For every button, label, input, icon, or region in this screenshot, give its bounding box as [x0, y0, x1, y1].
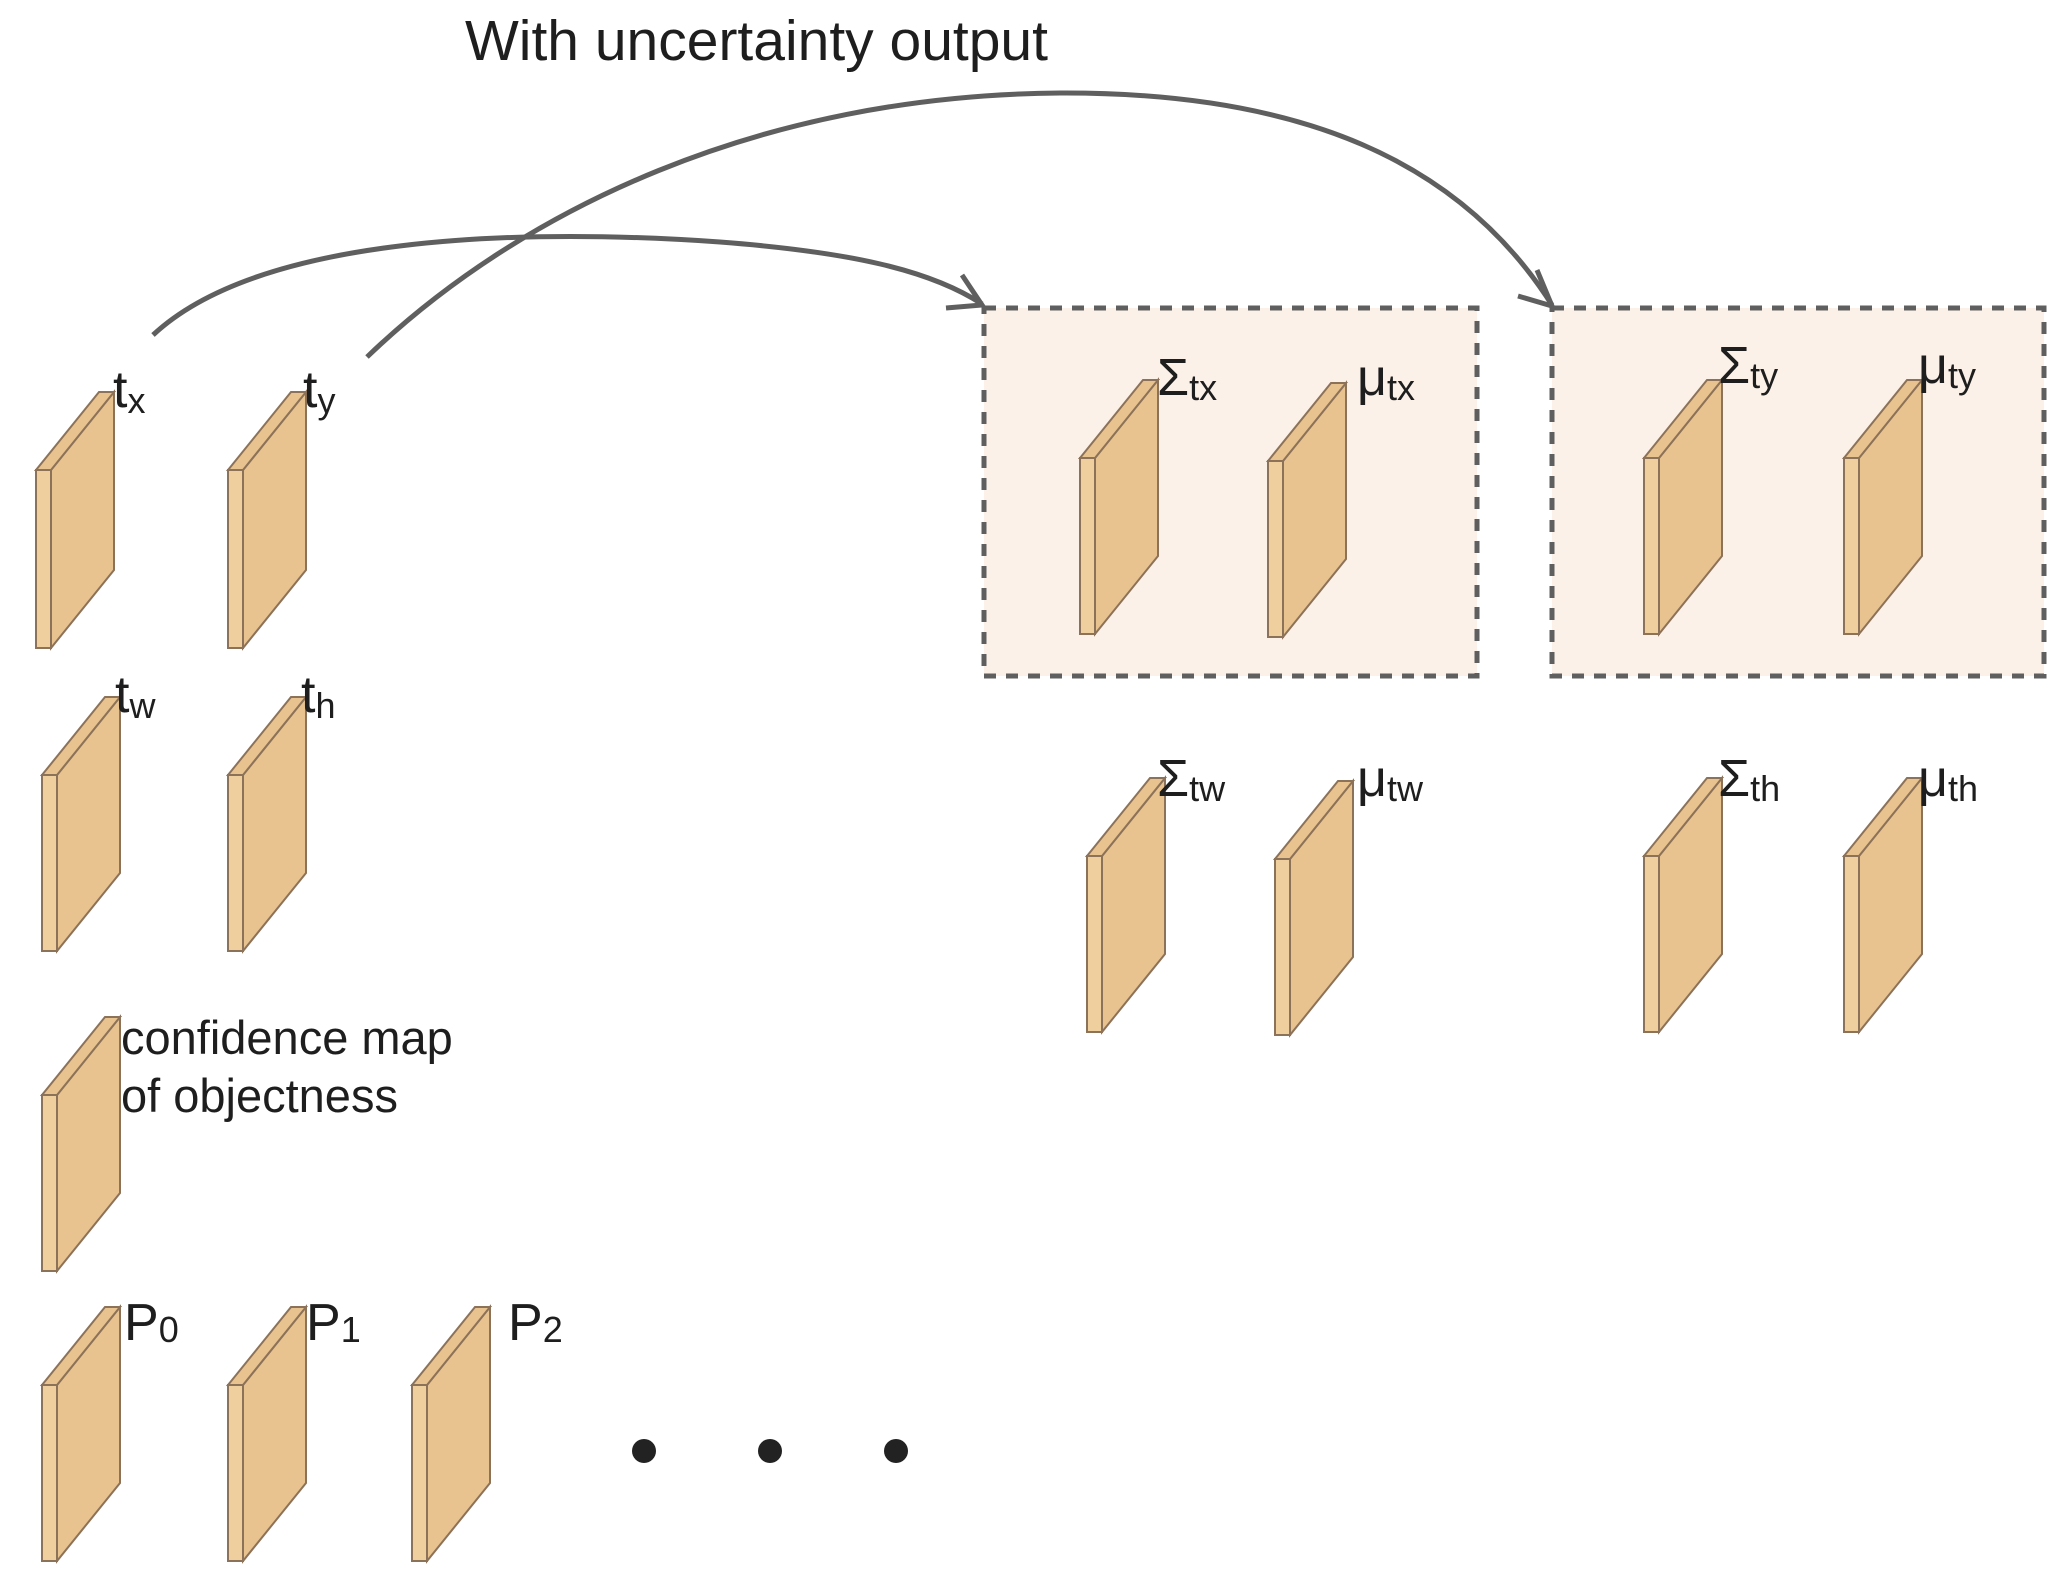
tw-feature-map — [39, 694, 123, 954]
mu-ty-label: μty — [1918, 337, 1976, 396]
mu-tw-label: μtw — [1357, 750, 1424, 809]
p1-label: P1 — [306, 1294, 361, 1352]
tx-uncertainty-group-box — [981, 305, 1480, 679]
tx-arrowhead — [945, 273, 987, 311]
ellipsis-dot — [758, 1439, 782, 1463]
sigma-tx-feature-map — [1077, 377, 1161, 637]
tw-label: tw — [115, 666, 156, 726]
p0-feature-map — [39, 1304, 123, 1564]
ty-feature-map — [225, 389, 309, 651]
tx-to-uncertainty-arrow — [151, 234, 984, 337]
confidence-feature-map — [39, 1014, 123, 1274]
mu-tw-feature-map — [1272, 778, 1356, 1038]
sigma-ty-label: Σty — [1718, 337, 1778, 396]
p1-feature-map — [225, 1304, 309, 1564]
mu-ty-feature-map — [1841, 377, 1925, 637]
mu-tx-label: μtx — [1357, 349, 1415, 408]
mu-th-feature-map — [1841, 775, 1925, 1035]
tx-label: tx — [113, 361, 145, 421]
ellipsis-dot — [884, 1439, 908, 1463]
sigma-tw-label: Σtw — [1157, 750, 1226, 809]
confidence-map-label-line1: confidence map — [121, 1011, 453, 1064]
ty-uncertainty-group-box — [1549, 305, 2047, 679]
tx-feature-map — [33, 389, 117, 651]
sigma-ty-feature-map — [1641, 377, 1725, 637]
ty-to-uncertainty-arrow — [365, 90, 1555, 359]
p0-label: P0 — [124, 1294, 179, 1352]
ellipsis-dots — [632, 1439, 908, 1463]
sigma-th-feature-map — [1641, 775, 1725, 1035]
ellipsis-dot — [632, 1439, 656, 1463]
ty-label: ty — [303, 361, 335, 421]
th-feature-map — [225, 694, 309, 954]
p2-label: P2 — [508, 1294, 563, 1352]
feature-map-slabs — [33, 377, 1925, 1564]
sigma-tw-feature-map — [1084, 775, 1168, 1035]
mu-th-label: μth — [1918, 750, 1978, 809]
mu-tx-feature-map — [1265, 380, 1349, 640]
th-label: th — [301, 666, 335, 726]
p2-feature-map — [409, 1304, 493, 1564]
confidence-map-label-line2: of objectness — [121, 1069, 398, 1122]
sigma-tx-label: Σtx — [1157, 349, 1217, 408]
ty-arrowhead — [1517, 269, 1557, 310]
diagram-title: With uncertainty output — [465, 9, 1048, 73]
sigma-th-label: Σth — [1718, 750, 1780, 809]
